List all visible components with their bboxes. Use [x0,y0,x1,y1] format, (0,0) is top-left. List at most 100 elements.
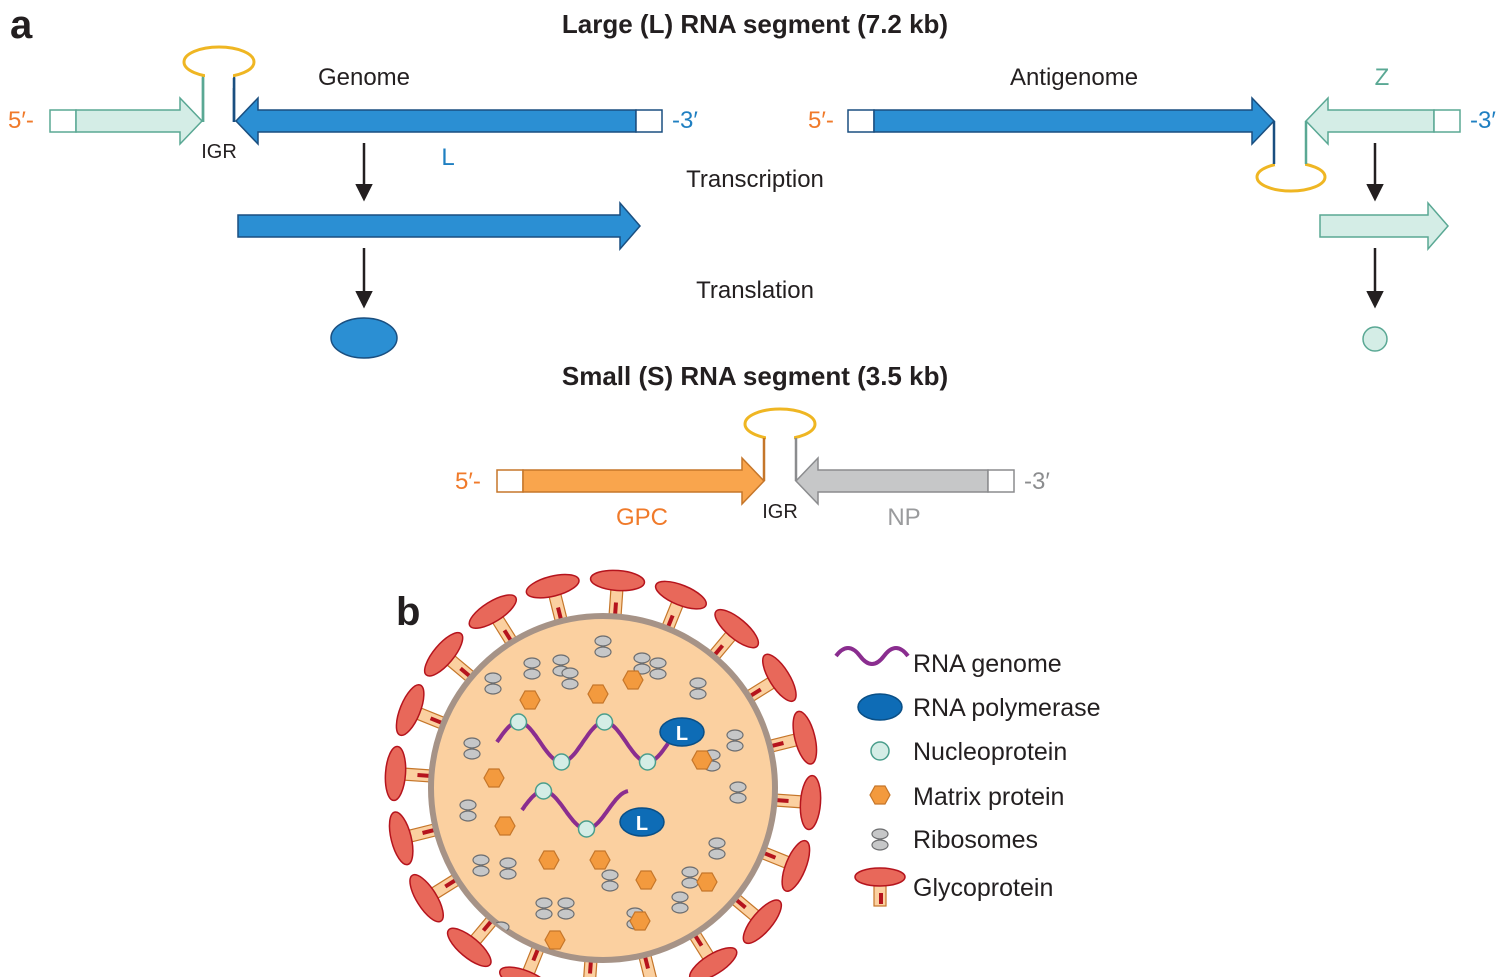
ribosome-icon [871,828,889,851]
nucleoprotein-particle [638,753,657,771]
glycoprotein-spike [728,891,783,945]
z-protein-icon [1362,326,1388,352]
virion-envelope [428,613,778,963]
polymerase-label-1: L [676,723,688,745]
legend-item-nucleoprotein: Nucleoprotein [870,738,1067,766]
nucleoprotein-particle [509,713,528,731]
l-protein-icon [330,317,398,359]
nucleoprotein-particle [552,753,571,771]
legend-item-rna-genome: RNA genome [834,646,1062,678]
legend-item-glycoprotein: Glycoprotein [854,867,1053,907]
virion-contents: L L [459,635,747,950]
igr-label-genome: IGR [201,141,237,163]
matrix-protein-particle [589,850,611,870]
polymerase-label-2: L [636,813,648,835]
matrix-protein-particle [519,690,541,710]
matrix-protein-particle [483,768,505,788]
glycoprotein-spike [765,710,818,765]
z-expression-pathway [1319,143,1449,352]
l-gene-arrow-genome [234,96,663,146]
genome-label: Genome [318,64,410,91]
rna-polymerase-icon [857,693,903,721]
genome-five-prime-label: 5′- [8,107,34,134]
matrix-protein-particle [622,670,644,690]
antigenome-label: Antigenome [1010,64,1138,91]
matrix-protein-particle [538,850,560,870]
gpc-gene-arrow [496,456,766,506]
small-three-prime-label: -3′ [1024,468,1050,495]
matrix-protein-particle [494,816,516,836]
translation-label: Translation [696,277,814,304]
igr-hairpin-genome [182,45,256,122]
np-gene-arrow [794,456,1015,506]
gpc-gene-label: GPC [616,504,668,531]
glycoprotein-spike [687,928,738,977]
l-gene-arrow-antigenome [847,96,1276,146]
igr-hairpin-small [743,407,817,481]
small-five-prime-label: 5′- [455,468,481,495]
igr-label-small: IGR [762,501,798,523]
np-gene-label: NP [887,504,920,531]
small-segment-title: Small (S) RNA segment (3.5 kb) [562,361,948,391]
legend-label: Glycoprotein [913,874,1053,902]
large-segment-title: Large (L) RNA segment (7.2 kb) [562,9,948,39]
matrix-protein-particle [691,750,713,770]
virion: L L [384,569,822,977]
matrix-protein-particle [587,684,609,704]
matrix-protein-particle [544,930,566,950]
nucleoprotein-particle [534,782,553,800]
glycoprotein-spike [423,631,478,685]
matrix-protein-particle [629,911,651,931]
matrix-protein-icon [869,785,891,805]
rna-genome-strand-1: L [495,713,705,771]
legend-item-matrix-protein: Matrix protein [869,783,1064,811]
panel-b: b L [384,569,1101,977]
glycoprotein-spike [409,872,463,923]
z-gene-arrow-antigenome [1304,96,1461,146]
igr-hairpin-antigenome [1255,121,1327,193]
legend-label: RNA genome [913,650,1062,678]
glycoprotein-spike [395,684,449,737]
legend-label: RNA polymerase [913,694,1101,722]
nucleoprotein-particle [577,820,596,838]
z-gene-arrow-genome [49,96,204,146]
glycoprotein-icon [854,867,906,907]
glycoprotein-spike [757,839,811,892]
glycoprotein-spike [468,594,519,648]
matrix-protein-particle [635,870,657,890]
legend-label: Ribosomes [913,826,1038,854]
panel-a: a Large (L) RNA segment (7.2 kb) Genome … [8,3,1496,531]
genome-strand: Genome 5′- IGR L -3′ [8,45,698,171]
l-expression-pathway [237,143,641,359]
glycoprotein-spike [525,573,580,626]
legend: RNA genome RNA polymerase Nucleoprotein … [834,646,1101,907]
legend-label: Nucleoprotein [913,738,1067,766]
transcription-label: Transcription [686,166,824,193]
legend-label: Matrix protein [913,783,1064,811]
rna-genome-strand-2: L [520,782,665,838]
glycoprotein-spike [589,569,646,620]
polymerase-l-1: L [659,717,705,747]
legend-item-ribosomes: Ribosomes [871,826,1038,854]
antigenome-five-prime-label: 5′- [808,107,834,134]
genome-three-prime-label: -3′ [672,107,698,134]
antigenome-strand: Antigenome 5′- Z -3′ [808,64,1496,193]
panel-a-letter: a [10,3,33,47]
panel-b-letter: b [396,590,420,634]
l-gene-label: L [441,144,454,171]
z-gene-label: Z [1375,64,1390,91]
glycoprotein-spikes [384,569,822,977]
rna-genome-icon [834,646,910,666]
small-segment-strand: 5′- IGR GPC NP -3′ [455,407,1050,531]
glycoprotein-spike [743,653,797,704]
antigenome-three-prime-label: -3′ [1470,107,1496,134]
matrix-protein-particle [696,872,718,892]
legend-item-rna-polymerase: RNA polymerase [857,693,1101,722]
z-mrna-arrow [1319,200,1449,252]
nucleoprotein-icon [870,741,890,761]
l-mrna-arrow [237,200,641,252]
polymerase-l-2: L [619,807,665,837]
glycoprotein-spike [384,745,435,802]
nucleoprotein-particle [595,713,614,731]
